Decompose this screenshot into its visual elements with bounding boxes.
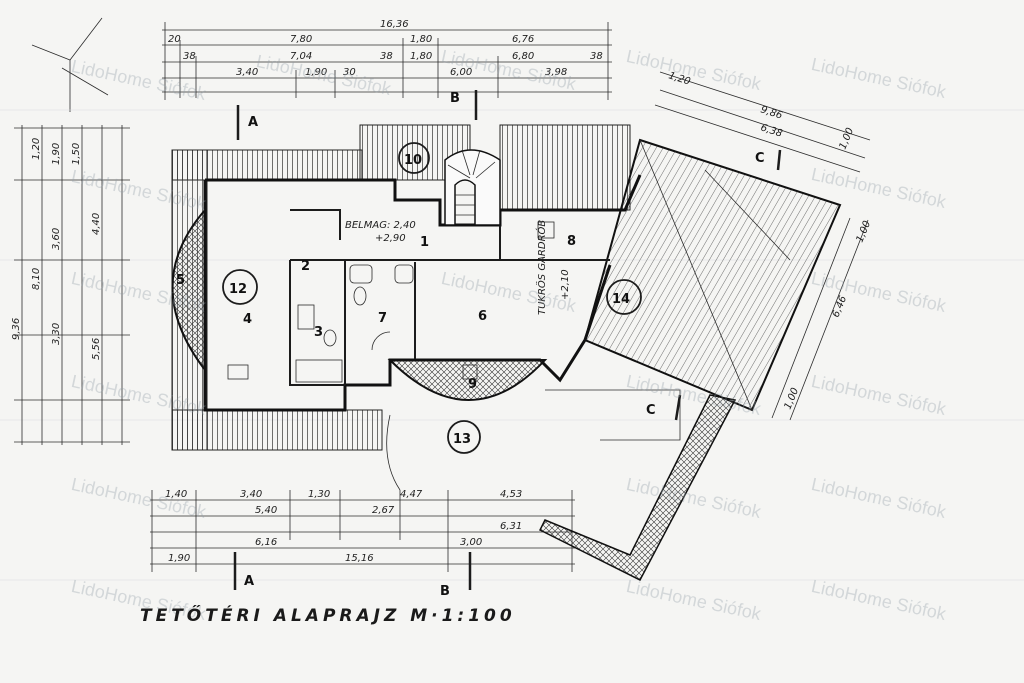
terrace-outline <box>386 389 737 581</box>
walls <box>203 174 642 412</box>
room-1-label: 1 <box>420 235 429 250</box>
svg-text:3,60: 3,60 <box>51 228 62 250</box>
svg-text:6,46: 6,46 <box>831 294 850 319</box>
room-6-label: 6 <box>478 309 487 324</box>
drawing-title: TETŐTÉRI ALAPRAJZ M·1:100 <box>140 606 516 626</box>
room-2-label: 2 <box>301 259 310 274</box>
svg-text:6,00: 6,00 <box>450 67 472 78</box>
svg-text:4,47: 4,47 <box>400 489 423 500</box>
level-note: +2,90 <box>375 233 406 244</box>
bottom-dimension-text: 1,40 3,40 1,30 4,47 4,53 5,40 2,67 6,31 … <box>165 489 522 564</box>
svg-text:6,16: 6,16 <box>255 537 277 548</box>
svg-text:3,98: 3,98 <box>545 67 567 78</box>
svg-text:3,40: 3,40 <box>240 489 262 500</box>
svg-text:38: 38 <box>183 51 196 62</box>
section-b-top: B <box>450 91 460 106</box>
room-8-label: 8 <box>567 234 576 249</box>
staircase <box>444 149 501 226</box>
svg-text:1,90: 1,90 <box>305 67 327 78</box>
svg-text:15,16: 15,16 <box>345 553 374 564</box>
svg-text:5,56: 5,56 <box>91 338 102 360</box>
plan-notes: BELMAG: 2,40 +2,90 TUKRÖS GARDRÓB +2,10 <box>345 220 571 315</box>
section-letters: A B A B C C <box>244 91 765 599</box>
section-a-bottom: A <box>244 574 254 589</box>
section-b-bottom: B <box>440 584 450 599</box>
svg-text:1,80: 1,80 <box>410 51 432 62</box>
balcony-9 <box>387 359 548 401</box>
room-3-label: 3 <box>314 325 323 340</box>
svg-text:6,76: 6,76 <box>512 34 534 45</box>
svg-text:3,30: 3,30 <box>51 323 62 345</box>
gardrob-height-note: +2,10 <box>560 269 571 300</box>
room-7-label: 7 <box>378 311 387 326</box>
svg-text:30: 30 <box>343 67 356 78</box>
svg-text:5,40: 5,40 <box>255 505 277 516</box>
svg-text:1,40: 1,40 <box>165 489 187 500</box>
svg-text:3,00: 3,00 <box>460 537 482 548</box>
svg-text:9,86: 9,86 <box>759 104 784 121</box>
svg-text:6,80: 6,80 <box>512 51 534 62</box>
room-4-label: 4 <box>243 312 252 327</box>
belmag-note: BELMAG: 2,40 <box>345 220 416 231</box>
room-9-label: 9 <box>468 377 477 392</box>
bottom-dimension-lines <box>150 490 575 572</box>
section-c-top: C <box>755 151 765 166</box>
svg-text:4,53: 4,53 <box>500 489 522 500</box>
room-13-label: 13 <box>453 432 471 447</box>
top-dimension-text: 16,36 7,80 1,80 6,76 7,04 1,80 6,80 3,40… <box>168 19 603 78</box>
svg-text:1,90: 1,90 <box>168 553 190 564</box>
svg-text:38: 38 <box>380 51 393 62</box>
svg-text:1,20: 1,20 <box>31 138 42 160</box>
svg-text:7,04: 7,04 <box>290 51 312 62</box>
room-14-label: 14 <box>612 292 630 307</box>
svg-text:9,36: 9,36 <box>11 318 22 340</box>
svg-text:7,80: 7,80 <box>290 34 312 45</box>
gardrob-note: TUKRÖS GARDRÓB <box>535 220 548 315</box>
svg-text:1,90: 1,90 <box>51 143 62 165</box>
svg-text:6,31: 6,31 <box>500 521 522 532</box>
left-dimension-lines <box>14 125 130 445</box>
room-5-label: 5 <box>176 273 185 288</box>
section-a-top: A <box>248 115 258 130</box>
left-dimension-text: 9,36 8,10 5,56 4,40 3,60 3,30 1,20 1,90 … <box>11 138 102 360</box>
svg-text:8,10: 8,10 <box>31 268 42 290</box>
svg-text:1,30: 1,30 <box>308 489 330 500</box>
top-dimension-lines <box>162 22 612 100</box>
svg-text:3,40: 3,40 <box>236 67 258 78</box>
room-10-label: 10 <box>404 153 422 168</box>
section-c-bottom: C <box>646 403 656 418</box>
svg-text:1,50: 1,50 <box>71 143 82 165</box>
section-cuts <box>233 90 782 590</box>
right-dimension-lines <box>654 71 871 421</box>
svg-text:6,38: 6,38 <box>759 122 784 139</box>
svg-text:20: 20 <box>168 34 181 45</box>
room-12-label: 12 <box>229 282 247 297</box>
svg-text:1,00: 1,00 <box>855 219 874 244</box>
svg-text:4,40: 4,40 <box>91 213 102 235</box>
svg-text:2,67: 2,67 <box>372 505 395 516</box>
north-arrow-icon <box>31 17 109 112</box>
roof-hatch <box>171 124 842 451</box>
svg-text:1,80: 1,80 <box>410 34 432 45</box>
svg-text:38: 38 <box>590 51 603 62</box>
svg-text:16,36: 16,36 <box>380 19 409 30</box>
room-labels: 1 2 3 4 5 6 7 8 9 10 12 13 14 <box>176 153 630 447</box>
bathroom-fixtures <box>227 221 555 383</box>
room-circles <box>222 142 642 454</box>
bay-window-5 <box>171 207 206 373</box>
